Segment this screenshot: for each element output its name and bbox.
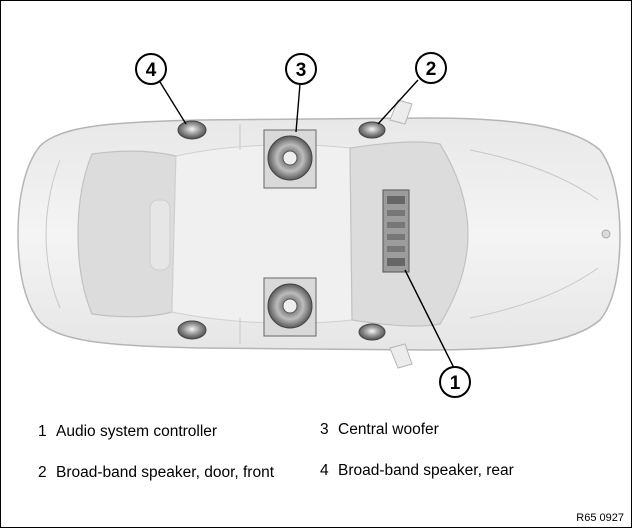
svg-text:1: 1 [450,373,461,394]
rear-window [77,150,177,318]
mirror-top [389,99,413,125]
front-emblem [601,229,611,239]
woofer-top [263,129,317,189]
callout-3: 3 [285,53,317,85]
svg-text:4: 4 [146,60,157,81]
trunk-line [45,159,61,309]
callout-4: 4 [135,53,167,85]
hood-line-bottom [469,267,599,319]
leader-line-3 [295,83,301,133]
roof [171,144,353,324]
hood-line-top [469,149,599,201]
woofer-bottom [263,277,317,337]
mirror-bottom [389,343,413,369]
leader-line-1 [404,269,456,371]
leader-line-2 [377,79,419,125]
svg-text:3: 3 [296,60,307,81]
leader-line-4 [159,81,187,125]
rear-speaker-top [177,120,207,140]
rear-speaker-bottom [177,320,207,340]
svg-text:2: 2 [426,59,437,80]
callout-1: 1 [439,366,471,398]
car-audio-diagram: 1 2 3 4 [17,52,621,398]
front-speaker-bottom [358,323,386,341]
front-speaker-top [358,121,386,139]
reference-code: R65 0927 [576,512,624,524]
callout-2: 2 [415,52,447,84]
rear-seat [149,199,171,271]
audio-controller [382,189,410,273]
